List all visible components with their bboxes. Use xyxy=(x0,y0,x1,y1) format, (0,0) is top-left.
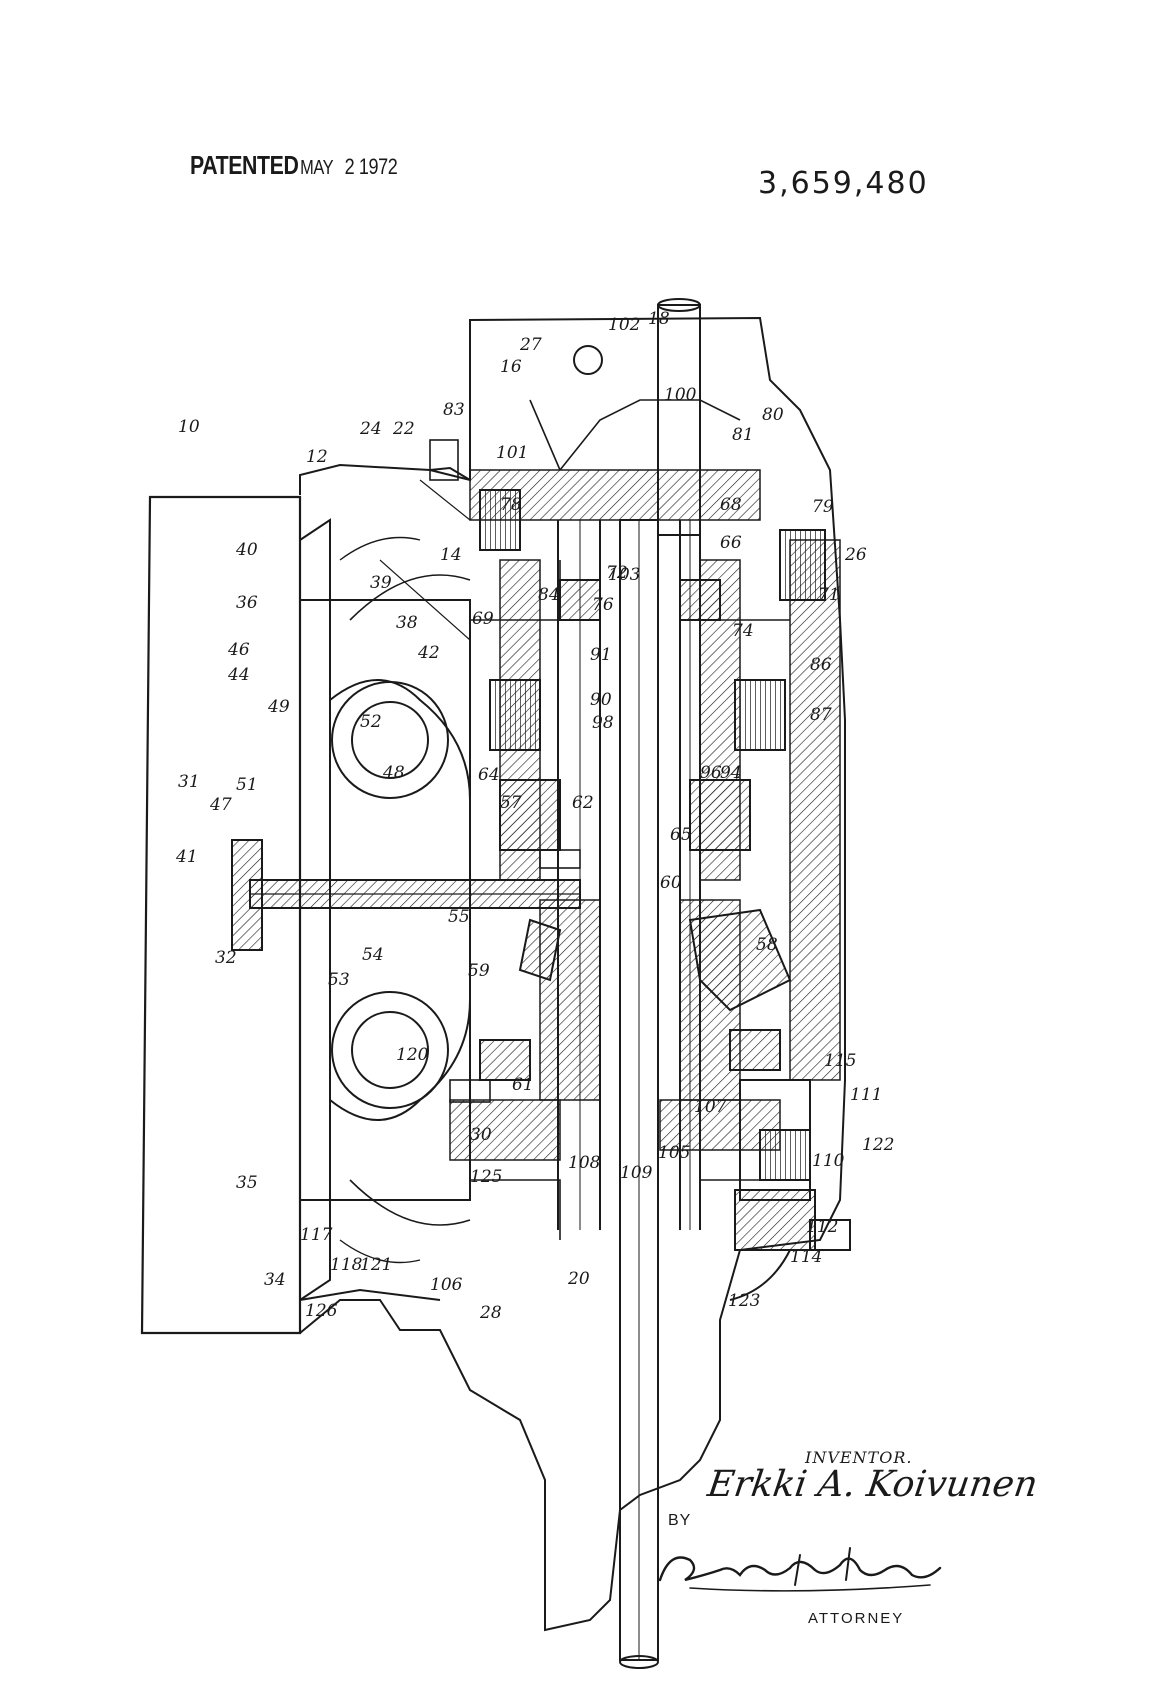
ref-label: 12 xyxy=(306,447,328,467)
clutch-pack-upper xyxy=(490,680,540,750)
ref-label: 41 xyxy=(175,847,198,867)
ref-label: 100 xyxy=(664,385,697,405)
ref-label: 122 xyxy=(862,1135,894,1155)
ref-label: 65 xyxy=(670,825,692,845)
ref-label: 20 xyxy=(567,1269,590,1289)
ref-label: 48 xyxy=(382,763,405,783)
ref-label: 32 xyxy=(215,948,237,968)
ref-label: 112 xyxy=(806,1217,838,1237)
housing-wall-right xyxy=(790,540,840,1080)
ref-label: 79 xyxy=(812,497,834,517)
ref-label: 36 xyxy=(236,593,258,613)
ref-label: 108 xyxy=(568,1153,601,1173)
ref-label: 22 xyxy=(392,419,415,439)
ref-label: 106 xyxy=(430,1275,463,1295)
ref-label: 68 xyxy=(720,495,742,515)
ref-label: 118 xyxy=(330,1255,363,1275)
engine-block xyxy=(142,497,300,1333)
ref-label: 44 xyxy=(227,665,250,685)
ref-label: 61 xyxy=(512,1075,534,1095)
ref-label: 74 xyxy=(732,621,754,641)
ref-label: 38 xyxy=(396,613,418,633)
ref-label: 114 xyxy=(790,1247,822,1267)
ref-label: 53 xyxy=(328,970,350,990)
ref-label: 60 xyxy=(660,873,682,893)
ref-label: 69 xyxy=(472,609,494,629)
ref-label: 91 xyxy=(590,645,612,665)
ref-label: 120 xyxy=(396,1045,429,1065)
ref-label: 35 xyxy=(236,1173,258,1193)
ref-label: 102 xyxy=(608,315,640,335)
ref-label: 105 xyxy=(658,1143,690,1163)
ref-label: 110 xyxy=(812,1151,845,1171)
ref-label: 31 xyxy=(178,772,200,792)
ref-label: 123 xyxy=(728,1291,760,1311)
attorney-label: ATTORNEY xyxy=(808,1610,904,1627)
ref-label: 80 xyxy=(762,405,784,425)
ref-label: 87 xyxy=(810,705,832,725)
ref-label: 117 xyxy=(300,1225,333,1245)
attorney-signature xyxy=(650,1540,950,1600)
ref-label: 81 xyxy=(732,425,754,445)
ref-label: 24 xyxy=(359,419,382,439)
ref-label: 16 xyxy=(500,357,522,377)
ref-label: 125 xyxy=(470,1167,502,1187)
ref-label: 55 xyxy=(448,907,470,927)
ref-label: 103 xyxy=(608,565,640,585)
ref-label: 26 xyxy=(844,545,867,565)
planetary-gear-upper xyxy=(500,780,560,850)
ref-label: 109 xyxy=(620,1163,653,1183)
ref-label: 47 xyxy=(209,795,232,815)
ref-label: 49 xyxy=(267,697,290,717)
ref-label: 46 xyxy=(227,640,250,660)
ref-label: 66 xyxy=(720,533,742,553)
inventor-name: Erkki A. Koivunen xyxy=(705,1464,1040,1505)
ref-label: 58 xyxy=(756,935,778,955)
ref-label: 98 xyxy=(592,713,614,733)
ref-label: 27 xyxy=(519,335,542,355)
planetary-gear-lower xyxy=(690,780,750,850)
torus-lower xyxy=(332,992,448,1108)
ref-label: 34 xyxy=(264,1270,286,1290)
ref-label: 10 xyxy=(178,417,200,437)
ref-label: 51 xyxy=(236,775,258,795)
ref-label: 30 xyxy=(470,1125,492,1145)
ref-label: 107 xyxy=(694,1097,727,1117)
ref-label: 76 xyxy=(592,595,614,615)
ref-label: 64 xyxy=(478,765,500,785)
ref-label: 90 xyxy=(590,690,612,710)
ref-label: 83 xyxy=(443,400,465,420)
ref-label: 86 xyxy=(810,655,832,675)
ref-label: 52 xyxy=(360,712,382,732)
ref-label: 28 xyxy=(479,1303,502,1323)
ref-label: 39 xyxy=(370,573,392,593)
torque-converter-shell xyxy=(300,520,330,1300)
ref-label: 94 xyxy=(720,763,742,783)
ref-label: 111 xyxy=(850,1085,882,1105)
ref-label: 71 xyxy=(818,585,840,605)
ref-label: 78 xyxy=(500,495,522,515)
ref-label: 14 xyxy=(440,545,462,565)
ref-label: 84 xyxy=(538,585,560,605)
ref-label: 121 xyxy=(360,1255,392,1275)
clutch-pack-lower xyxy=(735,680,785,750)
ref-label: 62 xyxy=(572,793,594,813)
ref-label: 96 xyxy=(700,763,722,783)
ref-label: 57 xyxy=(500,793,522,813)
ref-label: 126 xyxy=(305,1301,338,1321)
ref-label: 18 xyxy=(648,309,670,329)
ref-label: 42 xyxy=(417,643,440,663)
ref-label: 40 xyxy=(235,540,258,560)
by-label: BY xyxy=(668,1512,691,1530)
ref-label: 59 xyxy=(468,961,490,981)
ref-label: 101 xyxy=(496,443,528,463)
ref-label: 54 xyxy=(362,945,384,965)
ref-label: 115 xyxy=(824,1051,856,1071)
